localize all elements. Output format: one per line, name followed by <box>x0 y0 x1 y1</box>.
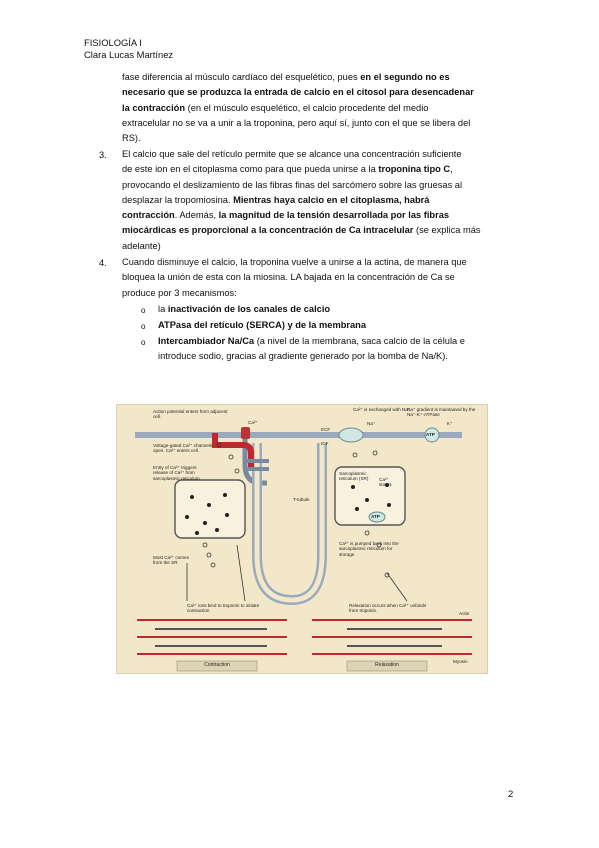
bullet-marker: o <box>141 338 146 347</box>
figure-step-8: Na⁺ gradient is maintained by the Na⁺-K⁺… <box>407 407 476 418</box>
bullet-marker: o <box>141 322 146 331</box>
sarcomere-relaxation <box>312 619 472 655</box>
list-number-3: 3. <box>99 150 107 160</box>
continuation-paragraph: fase diferencia al músculo cardíaco del … <box>122 70 474 146</box>
figure-step-5: Ca²⁺ ions bind to troponin to initiate c… <box>187 603 260 614</box>
figure-drawing <box>135 427 472 672</box>
sarcoplasmic-reticulum-right <box>334 466 406 526</box>
figure-step-3: Entry of Ca²⁺ triggers release of Ca²⁺ f… <box>153 465 201 481</box>
text-line: extracelular no se va a unir a la tropon… <box>122 117 471 128</box>
text-line: la contracción (en el músculo esquelétic… <box>122 102 429 113</box>
header-author: Clara Lucas Martínez <box>84 49 174 60</box>
actin-label: Actin <box>459 611 470 616</box>
na-ion-label: Na⁺ <box>367 421 376 426</box>
atp-label: ATP <box>371 514 380 519</box>
list-item-4: Cuando disminuye el calcio, la troponina… <box>122 257 467 298</box>
text-line: RS). <box>122 133 141 144</box>
figure-step-6: Ca²⁺ is exchanged with Na⁺. <box>353 407 412 412</box>
text-line: fase diferencia al músculo cardíaco del … <box>122 72 450 82</box>
figure-step-4: Most Ca²⁺ comes from the SR <box>153 555 189 566</box>
text-line: necesario que se produzca la entrada de … <box>122 87 474 98</box>
bullet-marker: o <box>141 306 146 315</box>
calcium-channel-icon <box>241 427 250 439</box>
bullet-item-2: ATPasa del retículo (SERCA) y de la memb… <box>158 320 367 330</box>
bullet-item-3: Intercambiador Na/Ca (a nivel de la memb… <box>158 336 465 362</box>
myosin-label: Myosin <box>453 659 468 664</box>
ca-stores-label: Ca²⁺ stores <box>379 477 392 488</box>
figure-step-2: Voltage-gated Ca²⁺ channels open. Ca²⁺ e… <box>153 443 213 454</box>
figure-step-1: Action potential enters from adjacent ce… <box>153 409 228 420</box>
list-number-4: 4. <box>99 258 107 268</box>
bullet-item-1: la inactivación de los canales de calcio <box>158 304 331 314</box>
relaxation-label: Relaxation <box>375 662 399 668</box>
ca-ion-label: Ca²⁺ <box>248 420 258 425</box>
sarcoplasmic-reticulum-left <box>174 479 246 539</box>
page-number: 2 <box>508 789 514 800</box>
excitation-contraction-figure: Action potential enters from adjacent ce… <box>116 404 488 674</box>
icf-label: ICF <box>321 441 329 446</box>
sr-label: Sarcoplasmic reticulum (SR) <box>339 471 369 482</box>
figure-step-7: Ca²⁺ is pumped back into the sarcoplasmi… <box>339 541 399 557</box>
ecf-label: ECF <box>321 427 331 432</box>
header-course: FISIOLOGÍA I <box>84 37 142 48</box>
k-ion-label: K⁺ <box>447 421 453 426</box>
serca-pump-icon <box>368 511 386 523</box>
contraction-label: Contraction <box>204 662 230 668</box>
na-k-atpase-icon <box>424 427 440 443</box>
t-tubule-label: T-tubule <box>293 497 310 502</box>
list-item-3: El calcio que sale del retículo permite … <box>122 149 481 251</box>
atp-label: ATP <box>426 432 435 437</box>
sarcomere-contraction <box>137 619 287 655</box>
figure-step-9: Relaxation occurs when Ca²⁺ unbinds from… <box>349 603 427 614</box>
na-ca-exchanger-icon <box>338 427 364 443</box>
